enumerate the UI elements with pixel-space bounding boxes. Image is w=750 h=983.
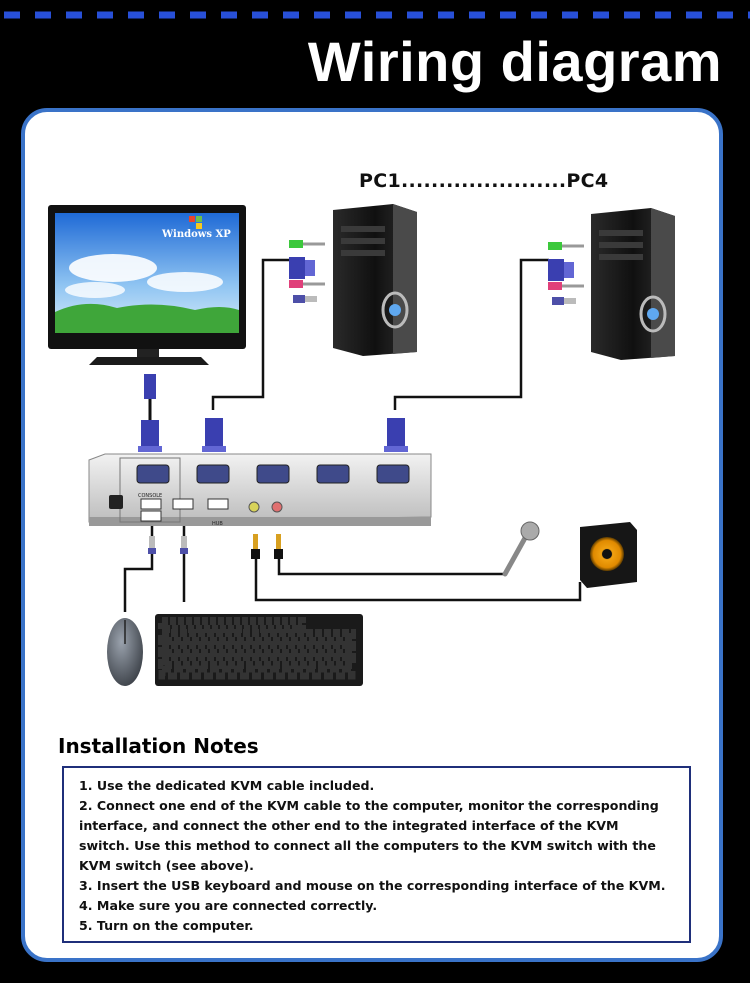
pc-tower-4: [591, 208, 675, 360]
pc1-vga-plug: [202, 418, 226, 452]
pc1-connectors: [289, 240, 325, 303]
keyboard-icon: [155, 614, 363, 686]
diagram-panel: Windows XP: [21, 108, 723, 962]
usb-plugs: [148, 536, 188, 554]
console-port-label: CONSOLE: [138, 493, 162, 499]
note-5: 5. Turn on the computer.: [79, 918, 254, 933]
mouse-icon: [107, 618, 143, 686]
pc-range-label: PC1......................PC4: [359, 170, 609, 192]
note-2: 2. Connect one end of the KVM cable to t…: [79, 798, 659, 873]
pc-tower-1: [333, 204, 417, 356]
note-3: 3. Insert the USB keyboard and mouse on …: [79, 878, 666, 893]
wiring-diagram: Windows XP: [48, 204, 675, 686]
windows-logo-icon: [189, 216, 202, 229]
microphone-icon: [502, 521, 540, 577]
monitor-vga-cable: [138, 374, 162, 452]
audio-plugs: [251, 534, 283, 559]
page-title: Wiring diagram: [307, 30, 722, 93]
speaker-icon: [580, 522, 637, 588]
monitor-brand-text: Windows XP: [161, 229, 231, 240]
dashed-top-border: [4, 11, 750, 19]
installation-notes-heading: Installation Notes: [58, 734, 259, 758]
hub-port-label: HUB: [212, 521, 223, 527]
installation-notes-box: 1. Use the dedicated KVM cable included.…: [62, 766, 691, 943]
pc4-vga-plug: [384, 418, 408, 452]
kvm-switch: CONSOLE HUB: [88, 453, 432, 527]
note-4: 4. Make sure you are connected correctly…: [79, 898, 378, 913]
monitor: Windows XP: [48, 205, 246, 365]
note-1: 1. Use the dedicated KVM cable included.: [79, 778, 375, 793]
pc4-connectors: [548, 242, 584, 305]
